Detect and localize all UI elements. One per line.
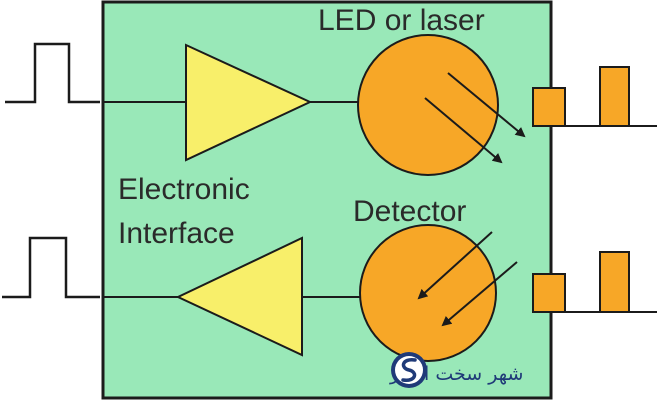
led-label: LED or laser: [318, 4, 485, 37]
optical-output-pulse: [599, 66, 630, 127]
input-pulse-signal: [5, 42, 100, 104]
optical-input-pulse: [599, 251, 630, 313]
optical-input-port: [532, 273, 566, 313]
detector-ray-arrow-icon: [417, 231, 493, 300]
triangle-left-icon: [175, 236, 303, 357]
detector-ray-arrow-icon: [441, 261, 518, 327]
optical-output-port: [532, 87, 566, 127]
interface-label-line1: Electronic: [118, 173, 250, 206]
output-pulse-signal: [2, 236, 100, 299]
led-circle-icon: [357, 34, 499, 176]
led-ray-arrow-icon: [424, 97, 503, 164]
detector-circle-icon: [359, 224, 497, 362]
s-logo-icon: [391, 352, 427, 388]
detector-label: Detector: [353, 195, 466, 228]
led-ray-arrow-icon: [447, 72, 526, 138]
triangle-right-icon: [185, 43, 313, 162]
interface-label-line2: Interface: [118, 217, 235, 250]
